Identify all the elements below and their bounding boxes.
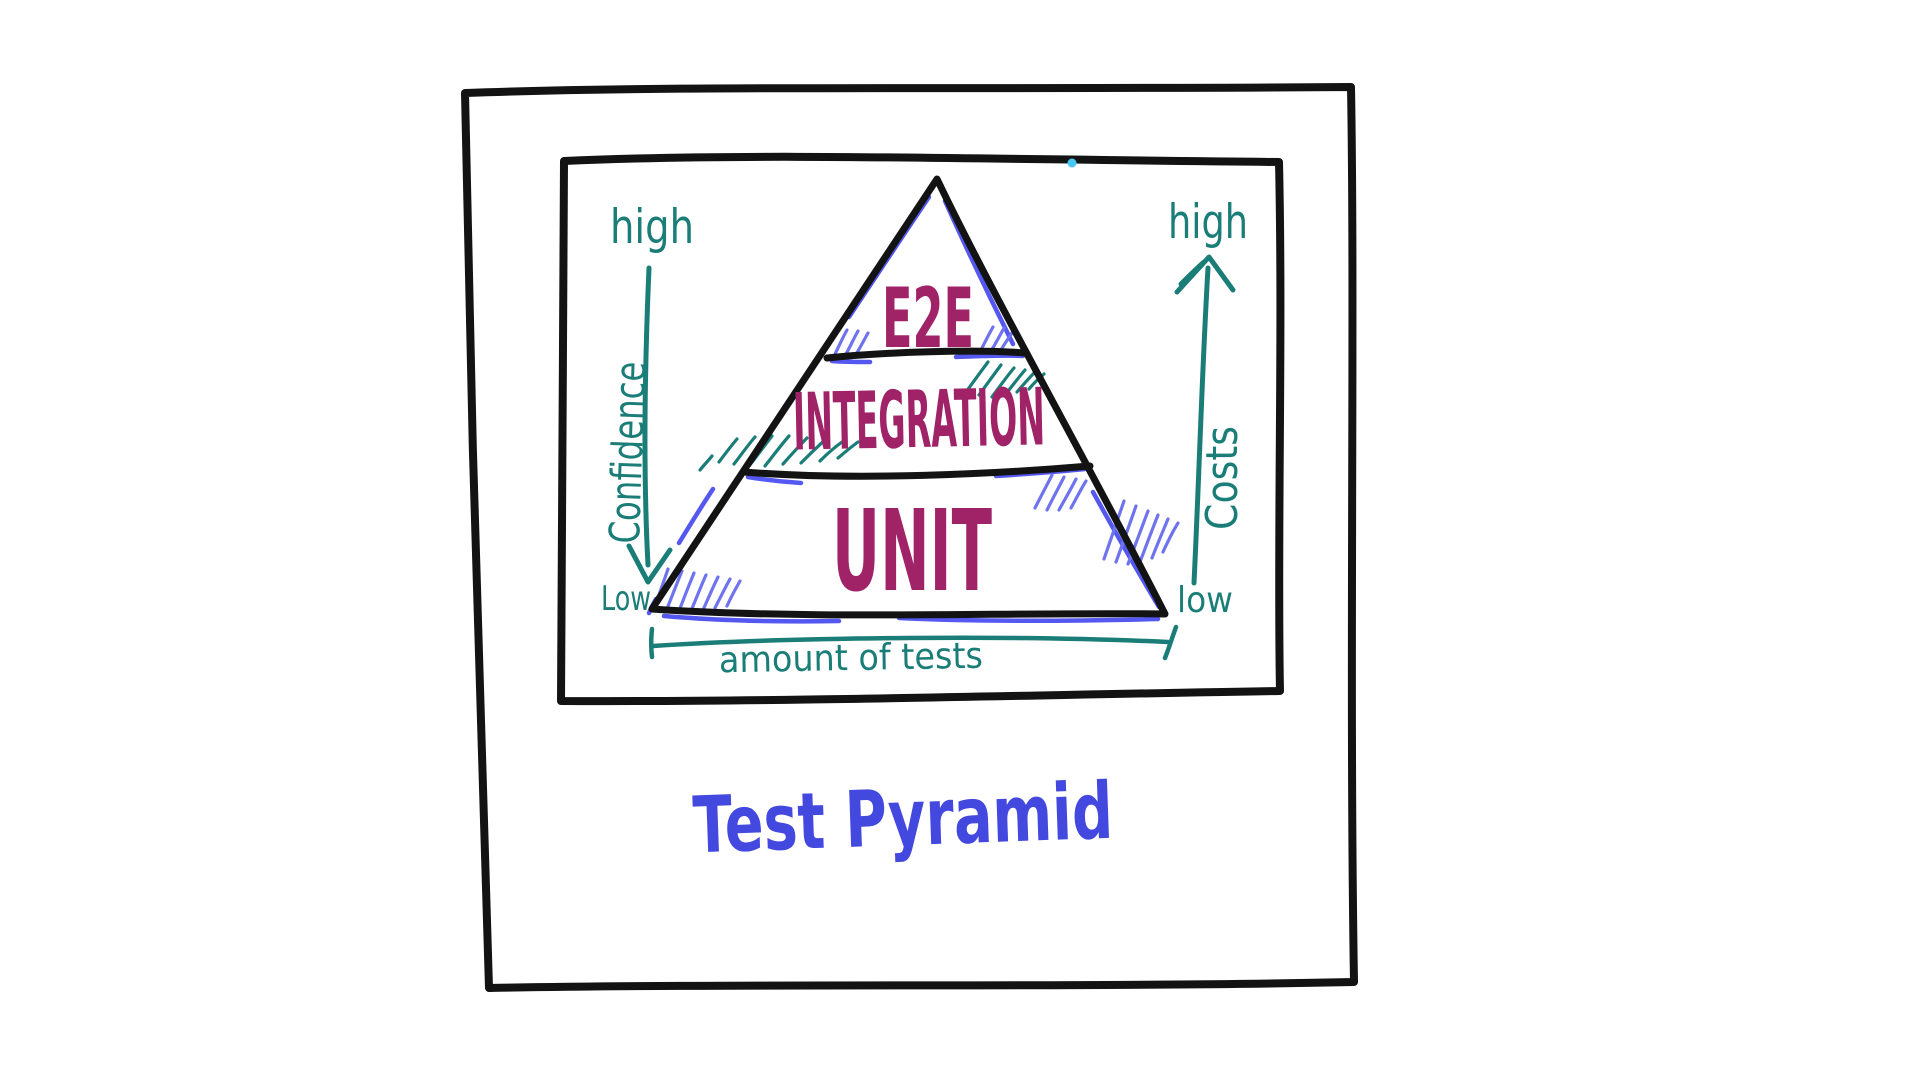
hatch-stroke (1126, 509, 1150, 566)
hatch-stroke (732, 435, 757, 466)
hatch-stroke (977, 363, 1003, 397)
amount-axis-label: amount of tests (719, 636, 984, 682)
confidence-arrow-down-icon (626, 543, 673, 585)
hatch-stroke (781, 436, 809, 466)
costs-axis-label: Costs (1197, 426, 1248, 530)
divider-e2e-integration (823, 347, 1030, 362)
hatch-stroke (833, 328, 849, 356)
inner-frame (557, 152, 1285, 706)
hatch-stroke (1138, 513, 1160, 564)
hatch-stroke (713, 577, 732, 610)
layer-label-e2e: E2E (882, 270, 974, 367)
confidence-axis-label: Confidence (600, 361, 655, 545)
hatch-stroke (964, 360, 990, 394)
hatch-stroke (1015, 370, 1037, 394)
hatching-teal (698, 360, 1046, 472)
diagram-title: Test Pyramid (692, 767, 1115, 872)
hatch-stroke (763, 434, 791, 468)
costs-high-label: high (1168, 195, 1248, 250)
hatch-stroke (836, 440, 860, 460)
outer-frame-border (461, 83, 1358, 992)
hatch-stroke (979, 325, 995, 352)
hatch-stroke (799, 438, 827, 465)
amount-axis-left-tick (649, 626, 655, 660)
hatch-stroke (818, 440, 844, 463)
costs-arrow-up-extra-stroke (1178, 259, 1207, 287)
pyramid-layer-labels: E2E INTEGRATION UNIT (792, 270, 1046, 617)
hatch-stroke (725, 579, 742, 608)
axis-labels: high Confidence Low high Costs low amoun… (600, 195, 1248, 681)
confidence-high-label: high (610, 200, 694, 255)
hatch-stroke (1003, 368, 1027, 397)
amount-axis-line (650, 635, 1171, 649)
hatch-stroke (1150, 517, 1170, 560)
hatch-stroke (665, 569, 684, 611)
amount-axis-right-tick (1162, 624, 1179, 661)
hatch-stroke (1161, 521, 1180, 554)
costs-low-label: low (1177, 580, 1233, 621)
outer-frame (461, 83, 1358, 992)
shadow-stroke (896, 615, 1161, 623)
stray-dot (1067, 158, 1077, 168)
pyramid-triangle (648, 175, 1169, 619)
divider-integration-unit (740, 462, 1094, 480)
shadow-stroke (745, 474, 804, 486)
shadow-stroke (676, 486, 716, 546)
hatch-stroke (698, 454, 714, 472)
shadow-stroke (661, 613, 842, 624)
hatch-stroke (717, 437, 739, 464)
costs-arrow-shaft (1191, 265, 1211, 586)
confidence-arrow-shaft (642, 265, 652, 568)
layer-label-unit: UNIT (832, 487, 992, 617)
amount-axis-strokes (649, 624, 1179, 661)
shadow-stroke (829, 358, 873, 365)
hatch-stroke (701, 575, 720, 612)
pyramid-outline (648, 175, 1169, 619)
layer-label-integration: INTEGRATION (792, 371, 1046, 468)
confidence-low-label: Low (601, 579, 651, 619)
costs-axis-strokes (1174, 254, 1236, 586)
hatch-stroke (1045, 475, 1066, 512)
confidence-axis-strokes (626, 265, 673, 585)
hatch-stroke (1069, 479, 1088, 510)
hatch-stroke (1057, 477, 1078, 512)
hatch-stroke (1033, 473, 1054, 510)
inner-frame-border (557, 152, 1285, 706)
hatch-stroke (1027, 372, 1046, 391)
hatch-stroke (1102, 499, 1126, 561)
hatch-stroke (990, 366, 1016, 399)
